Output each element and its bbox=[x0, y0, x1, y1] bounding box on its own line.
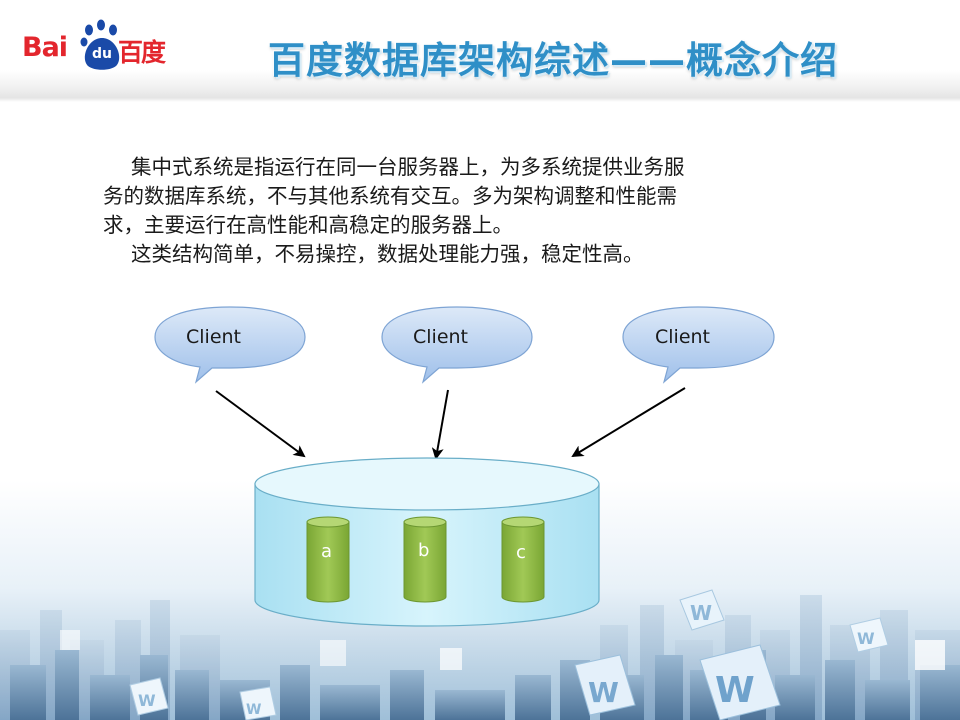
svg-text:W: W bbox=[588, 676, 619, 709]
paw-icon: du bbox=[76, 18, 128, 72]
svg-text:W: W bbox=[138, 691, 156, 710]
client-label: Client bbox=[655, 326, 710, 348]
city-background: W W W W W W bbox=[0, 480, 960, 720]
client-node bbox=[154, 306, 306, 384]
svg-text:W: W bbox=[246, 702, 261, 718]
logo-text-du: du bbox=[92, 46, 112, 62]
logo-text-bai: Bai bbox=[22, 32, 68, 63]
client-label: Client bbox=[413, 326, 468, 348]
svg-text:W: W bbox=[715, 670, 755, 711]
w-cube-icon: W bbox=[239, 686, 277, 720]
database-label: c bbox=[516, 542, 526, 563]
svg-text:W: W bbox=[857, 629, 875, 648]
header-divider bbox=[0, 98, 960, 102]
header bbox=[0, 0, 960, 100]
arrow-connector bbox=[215, 390, 306, 458]
description-line: 这类结构简单，不易操控，数据处理能力强，稳定性高。 bbox=[131, 242, 644, 266]
database-label: b bbox=[418, 540, 429, 561]
w-cube-icon: W bbox=[699, 644, 781, 720]
database-cylinder bbox=[501, 516, 545, 603]
baidu-logo: Bai du 百度 bbox=[22, 18, 182, 74]
arrow-connector bbox=[571, 387, 686, 458]
database-cylinder bbox=[306, 516, 350, 603]
description-line: 集中式系统是指运行在同一台服务器上，为多系统提供业务服 bbox=[131, 155, 685, 179]
w-cube-icon: W bbox=[849, 617, 889, 653]
client-label: Client bbox=[186, 326, 241, 348]
description-text: 集中式系统是指运行在同一台服务器上，为多系统提供业务服 务的数据库系统，不与其他… bbox=[103, 153, 793, 269]
w-cube-icon: W bbox=[679, 589, 725, 631]
database-label: a bbox=[321, 541, 332, 562]
description-line: 求，主要运行在高性能和高稳定的服务器上。 bbox=[103, 213, 513, 237]
client-node bbox=[381, 306, 533, 384]
arrow-connector bbox=[431, 389, 449, 460]
description-line: 务的数据库系统，不与其他系统有交互。多为架构调整和性能需 bbox=[103, 184, 677, 208]
logo-text-cn: 百度 bbox=[118, 38, 166, 67]
w-cube-icon: W bbox=[574, 654, 636, 716]
database-cylinder bbox=[403, 516, 447, 603]
page-title: 百度数据库架构综述——概念介绍 bbox=[268, 39, 838, 82]
w-cube-icon: W bbox=[129, 677, 169, 716]
svg-text:W: W bbox=[690, 601, 712, 625]
client-node bbox=[622, 306, 775, 384]
